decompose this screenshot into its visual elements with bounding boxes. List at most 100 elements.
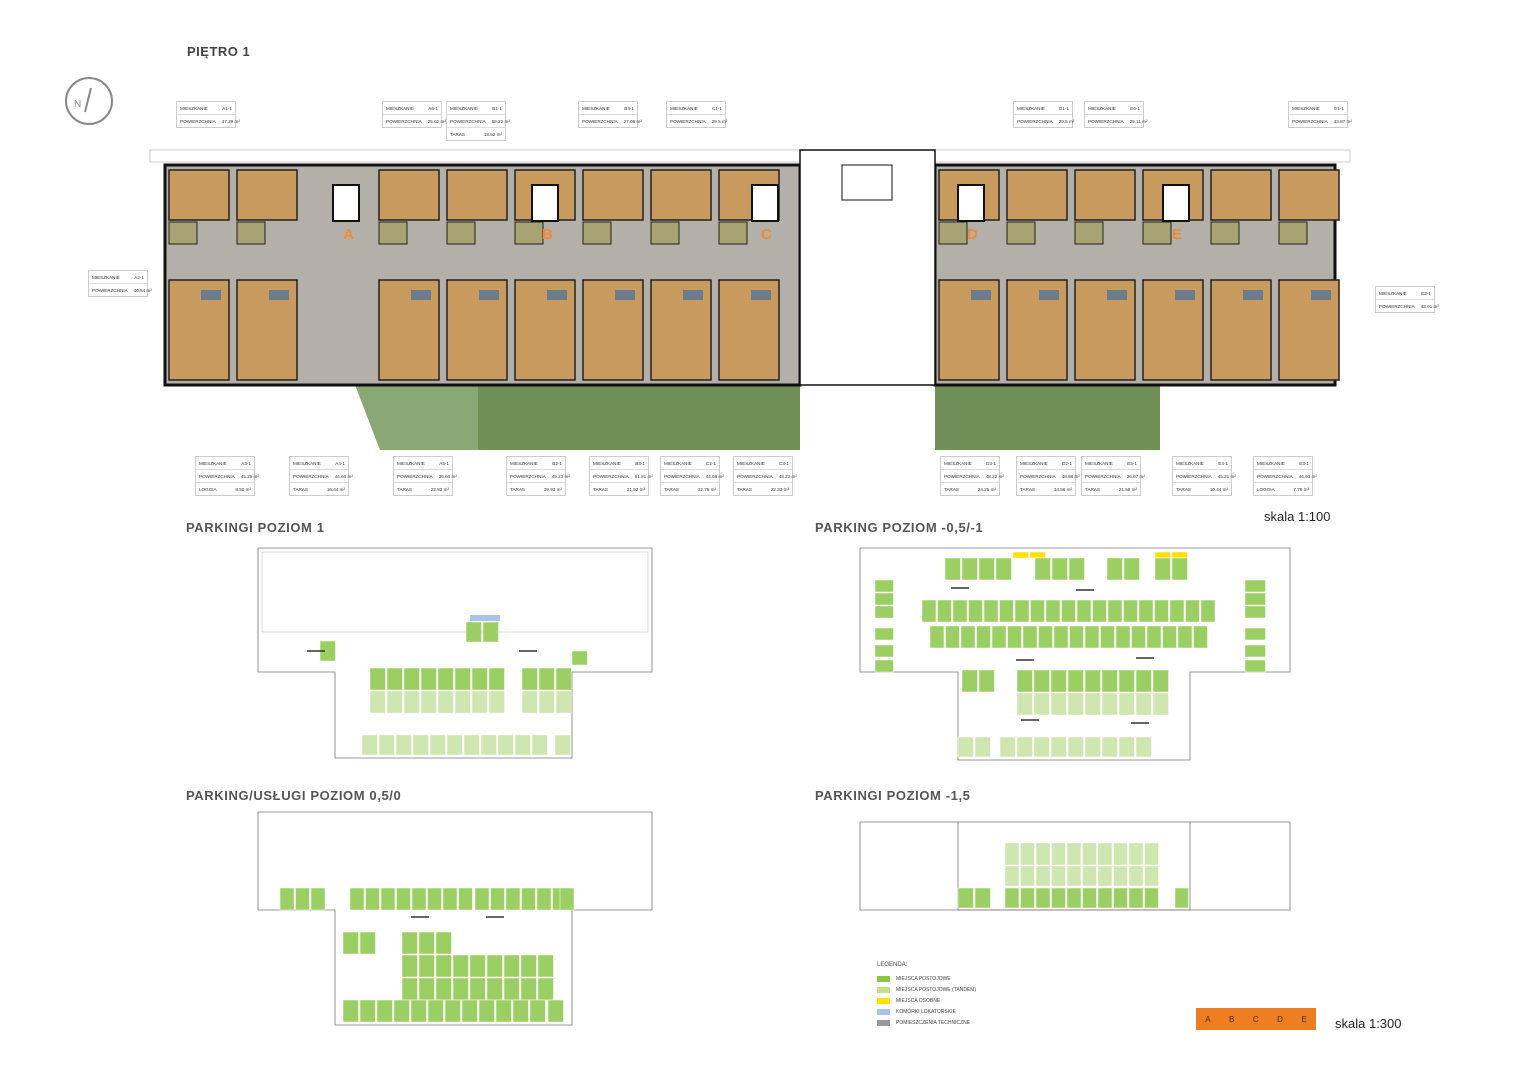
parking-stall xyxy=(1171,557,1188,581)
parking-stall xyxy=(944,557,961,581)
parking-stall xyxy=(349,887,365,911)
parking-stall xyxy=(474,887,490,911)
parking-stall xyxy=(874,644,894,658)
info-value: 34.56 m² xyxy=(1053,486,1072,492)
parking-stall xyxy=(505,887,521,911)
parking-stall xyxy=(1051,557,1068,581)
parking-stall xyxy=(1067,692,1084,716)
info-value: A5-1 xyxy=(439,460,449,466)
parking-stall xyxy=(1030,599,1045,623)
page-title: PIĘTRO 1 xyxy=(187,44,251,59)
info-label: POWIERZCHNIA xyxy=(1257,473,1293,479)
info-label: POWIERZCHNIA xyxy=(386,118,422,124)
parking-stall xyxy=(401,931,418,955)
facade-line xyxy=(149,149,1351,163)
parking-stall xyxy=(1128,842,1144,866)
bathroom xyxy=(718,221,748,245)
furniture xyxy=(1107,290,1127,300)
parking-stall xyxy=(420,667,437,691)
parking-stall xyxy=(420,690,437,714)
parking-stall xyxy=(1045,599,1061,623)
info-label: MIESZKANIE xyxy=(664,460,692,466)
elevator xyxy=(841,164,893,201)
parking-stall xyxy=(427,999,444,1023)
section-title-parking-05-1: PARKING POZIOM -0,5/-1 xyxy=(815,520,984,535)
info-value: 7.78 m² xyxy=(1293,486,1309,492)
info-value: 44.60 m² xyxy=(334,473,353,479)
info-label: TARAS xyxy=(510,486,525,492)
parking-stall xyxy=(437,690,454,714)
parking-stall xyxy=(520,954,537,978)
info-label: MIESZKANIE xyxy=(944,460,972,466)
info-label: POWIERZCHNIA xyxy=(1176,473,1212,479)
parking-stall xyxy=(361,734,378,756)
info-label: MIESZKANIE xyxy=(180,105,208,111)
plan-outline xyxy=(257,547,653,759)
parking-stall xyxy=(921,599,937,623)
legend-item: MIEJSCA POSTOJOWE (TANDEM) xyxy=(877,984,976,995)
parking-stall xyxy=(874,605,894,619)
parking-stall xyxy=(488,690,505,714)
furniture xyxy=(683,290,703,300)
parking-stall xyxy=(555,667,572,691)
parking-stall xyxy=(1066,842,1082,866)
legend-label: POMIESZCZENIA TECHNICZNE xyxy=(896,1019,971,1026)
bathroom xyxy=(1142,221,1172,245)
legend-label: MIEJSCA POSTOJOWE (TANDEM) xyxy=(896,986,977,993)
parking-stall xyxy=(411,887,427,911)
legend-item: MIEJSCA POSTOJOWE xyxy=(877,973,976,984)
parking-stall xyxy=(1106,557,1123,581)
info-label: LOGGIA xyxy=(199,486,217,492)
room xyxy=(236,169,298,221)
parking-stall xyxy=(1144,887,1159,909)
parking-stall xyxy=(1092,599,1107,623)
furniture xyxy=(1243,290,1263,300)
parking-stall xyxy=(1123,599,1138,623)
info-label: POWIERZCHNIA xyxy=(1020,473,1056,479)
parking-stall xyxy=(1004,842,1020,866)
parking-stall xyxy=(1174,887,1189,909)
parking-stall xyxy=(452,954,469,978)
parking-stall xyxy=(559,887,575,911)
parking-stall xyxy=(1061,599,1076,623)
info-label: TARAS xyxy=(1176,486,1191,492)
parking-stall xyxy=(490,887,505,911)
info-label: POWIERZCHNIA xyxy=(397,473,433,479)
parking-stall xyxy=(359,999,376,1023)
plan-outline xyxy=(957,822,1191,911)
info-value: 40.54 m² xyxy=(133,287,152,293)
parking-stall xyxy=(1082,842,1097,866)
parking-stall xyxy=(295,887,310,911)
info-label: MIESZKANIE xyxy=(1017,105,1045,111)
parking-stall xyxy=(978,669,995,693)
parking-stall xyxy=(1101,669,1118,693)
info-value: E2-1 xyxy=(1421,290,1431,296)
info-label: POWIERZCHNIA xyxy=(510,473,546,479)
parking-stall xyxy=(1034,557,1051,581)
parking-stall xyxy=(1200,599,1216,623)
parking-stall xyxy=(1068,557,1085,581)
parking-stall xyxy=(952,599,968,623)
parking-stall xyxy=(359,931,376,955)
parking-stall xyxy=(380,887,396,911)
furniture xyxy=(1175,290,1195,300)
parking-stall xyxy=(520,977,537,1001)
bathroom xyxy=(650,221,680,245)
parking-stall xyxy=(471,667,488,691)
info-label: TARAS xyxy=(737,486,752,492)
apartment-outline xyxy=(261,551,649,633)
parking-stall xyxy=(401,954,418,978)
floor-plan xyxy=(149,149,1351,450)
stair-core xyxy=(751,184,779,222)
info-label: LOGGIA xyxy=(1257,486,1275,492)
